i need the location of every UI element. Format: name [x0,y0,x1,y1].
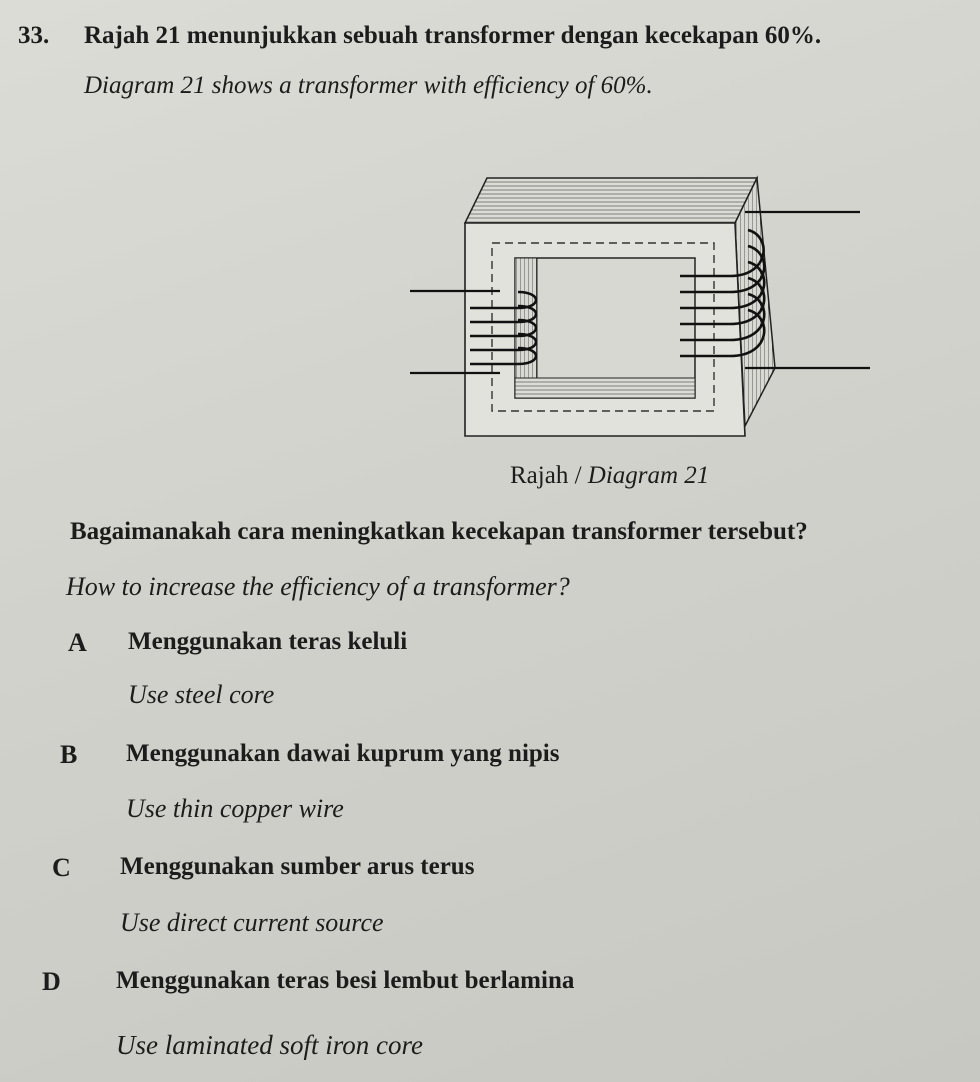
secondary-coil [680,228,766,358]
option-d-letter[interactable]: D [42,967,61,996]
diagram-caption: Rajah / Diagram 21 [510,462,709,490]
diagram-caption-english: Diagram 21 [587,462,710,489]
option-c-english[interactable]: Use direct current source [120,908,384,937]
option-b-letter[interactable]: B [60,740,78,769]
option-b-english[interactable]: Use thin copper wire [126,794,344,823]
question-text-malay: Rajah 21 menunjukkan sebuah transformer … [84,22,822,49]
core-window [514,257,696,399]
question-text-english: Diagram 21 shows a transformer with effi… [84,72,653,99]
prompt-english: How to increase the efficiency of a tran… [66,572,570,601]
option-d-english[interactable]: Use laminated soft iron core [116,1030,423,1060]
option-b-malay[interactable]: Menggunakan dawai kuprum yang nipis [126,740,560,767]
prompt-malay: Bagaimanakah cara meningkatkan kecekapan… [70,518,808,545]
magnetic-flux-path [491,242,715,412]
diagram-caption-malay: Rajah / [510,462,582,489]
option-c-letter[interactable]: C [52,853,71,882]
option-a-malay[interactable]: Menggunakan teras keluli [128,628,408,655]
option-a-letter[interactable]: A [68,628,87,657]
transformer-diagram [410,175,870,437]
primary-coil [470,290,538,366]
option-a-english[interactable]: Use steel core [128,680,275,709]
core-top-face [463,177,759,224]
option-d-malay[interactable]: Menggunakan teras besi lembut berlamina [116,967,575,994]
question-number: 33. [18,22,50,49]
option-c-malay[interactable]: Menggunakan sumber arus terus [120,853,475,880]
